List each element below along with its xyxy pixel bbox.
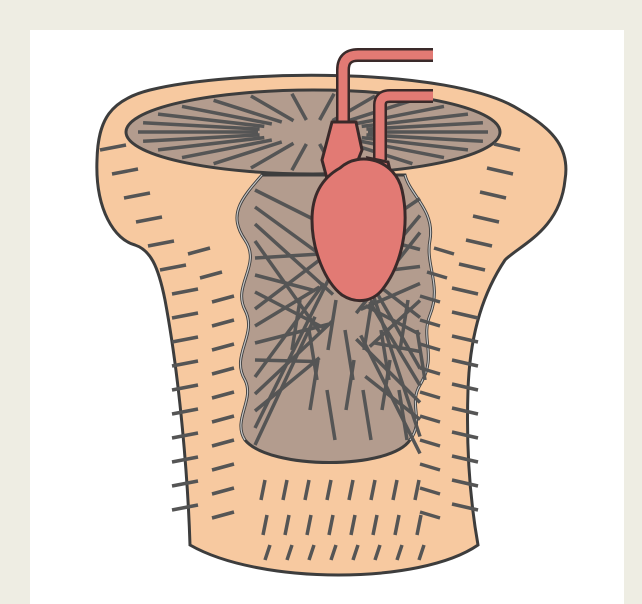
fiber-stroke — [255, 360, 315, 362]
